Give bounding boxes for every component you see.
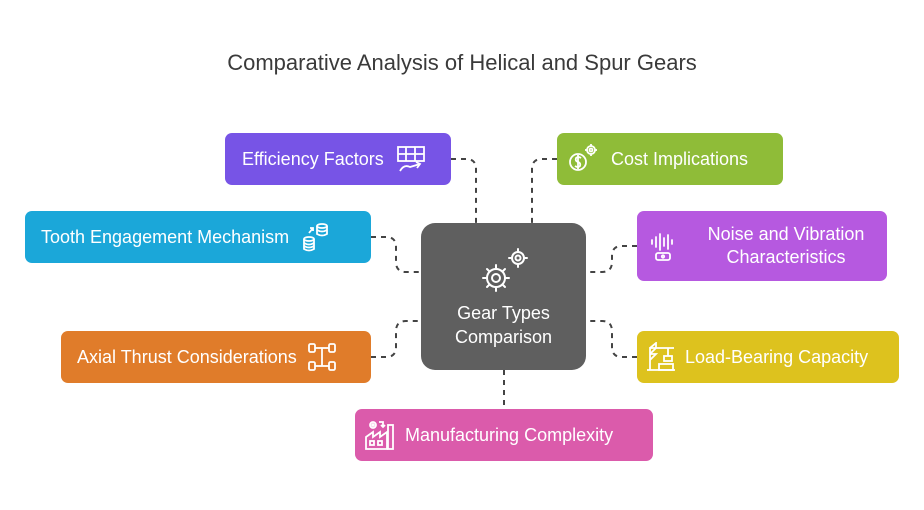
node-manufacturing-label: Manufacturing Complexity — [405, 424, 614, 445]
central-topic-line-2: Comparison — [454, 327, 553, 347]
central-topic-line-1: Gear Types — [457, 303, 550, 323]
central-topic-label: Gear Types Comparison — [421, 301, 586, 349]
factory-icon — [365, 421, 394, 450]
axle-icon — [307, 343, 336, 371]
node-load-bearing: Load-Bearing Capacity — [637, 331, 899, 383]
connector-noise — [586, 245, 637, 273]
crane-icon — [647, 342, 675, 371]
node-axial-label: Axial Thrust Considerations — [77, 346, 297, 367]
node-efficiency-label: Efficiency Factors — [242, 148, 384, 169]
node-efficiency-factors: Efficiency Factors — [225, 133, 451, 185]
node-manufacturing-complexity: Manufacturing Complexity — [355, 409, 653, 461]
node-tooth-engagement: Tooth Engagement Mechanism — [25, 211, 371, 263]
node-noise-vibration: Noise and Vibration Characteristics — [637, 211, 887, 281]
node-cost-implications: Cost Implications — [557, 133, 783, 185]
node-load-label: Load-Bearing Capacity — [685, 346, 869, 367]
node-cost-label: Cost Implications — [611, 148, 749, 169]
gears-icon — [482, 248, 528, 292]
node-tooth-label: Tooth Engagement Mechanism — [41, 226, 290, 247]
stacked-coins-icon — [303, 223, 329, 252]
diagram-title: Comparative Analysis of Helical and Spur… — [227, 50, 697, 75]
central-topic: Gear Types Comparison — [421, 223, 586, 370]
dollar-gear-icon — [569, 144, 597, 171]
connector-load — [586, 320, 637, 358]
sound-wave-icon — [651, 233, 673, 261]
table-chart-icon — [396, 146, 425, 172]
connector-axial — [371, 320, 421, 358]
node-noise-label: Noise and Vibration Characteristics — [707, 224, 865, 267]
connector-tooth — [371, 236, 421, 273]
connector-efficiency — [451, 158, 477, 223]
node-axial-thrust: Axial Thrust Considerations — [61, 331, 371, 383]
connector-cost — [531, 158, 557, 223]
